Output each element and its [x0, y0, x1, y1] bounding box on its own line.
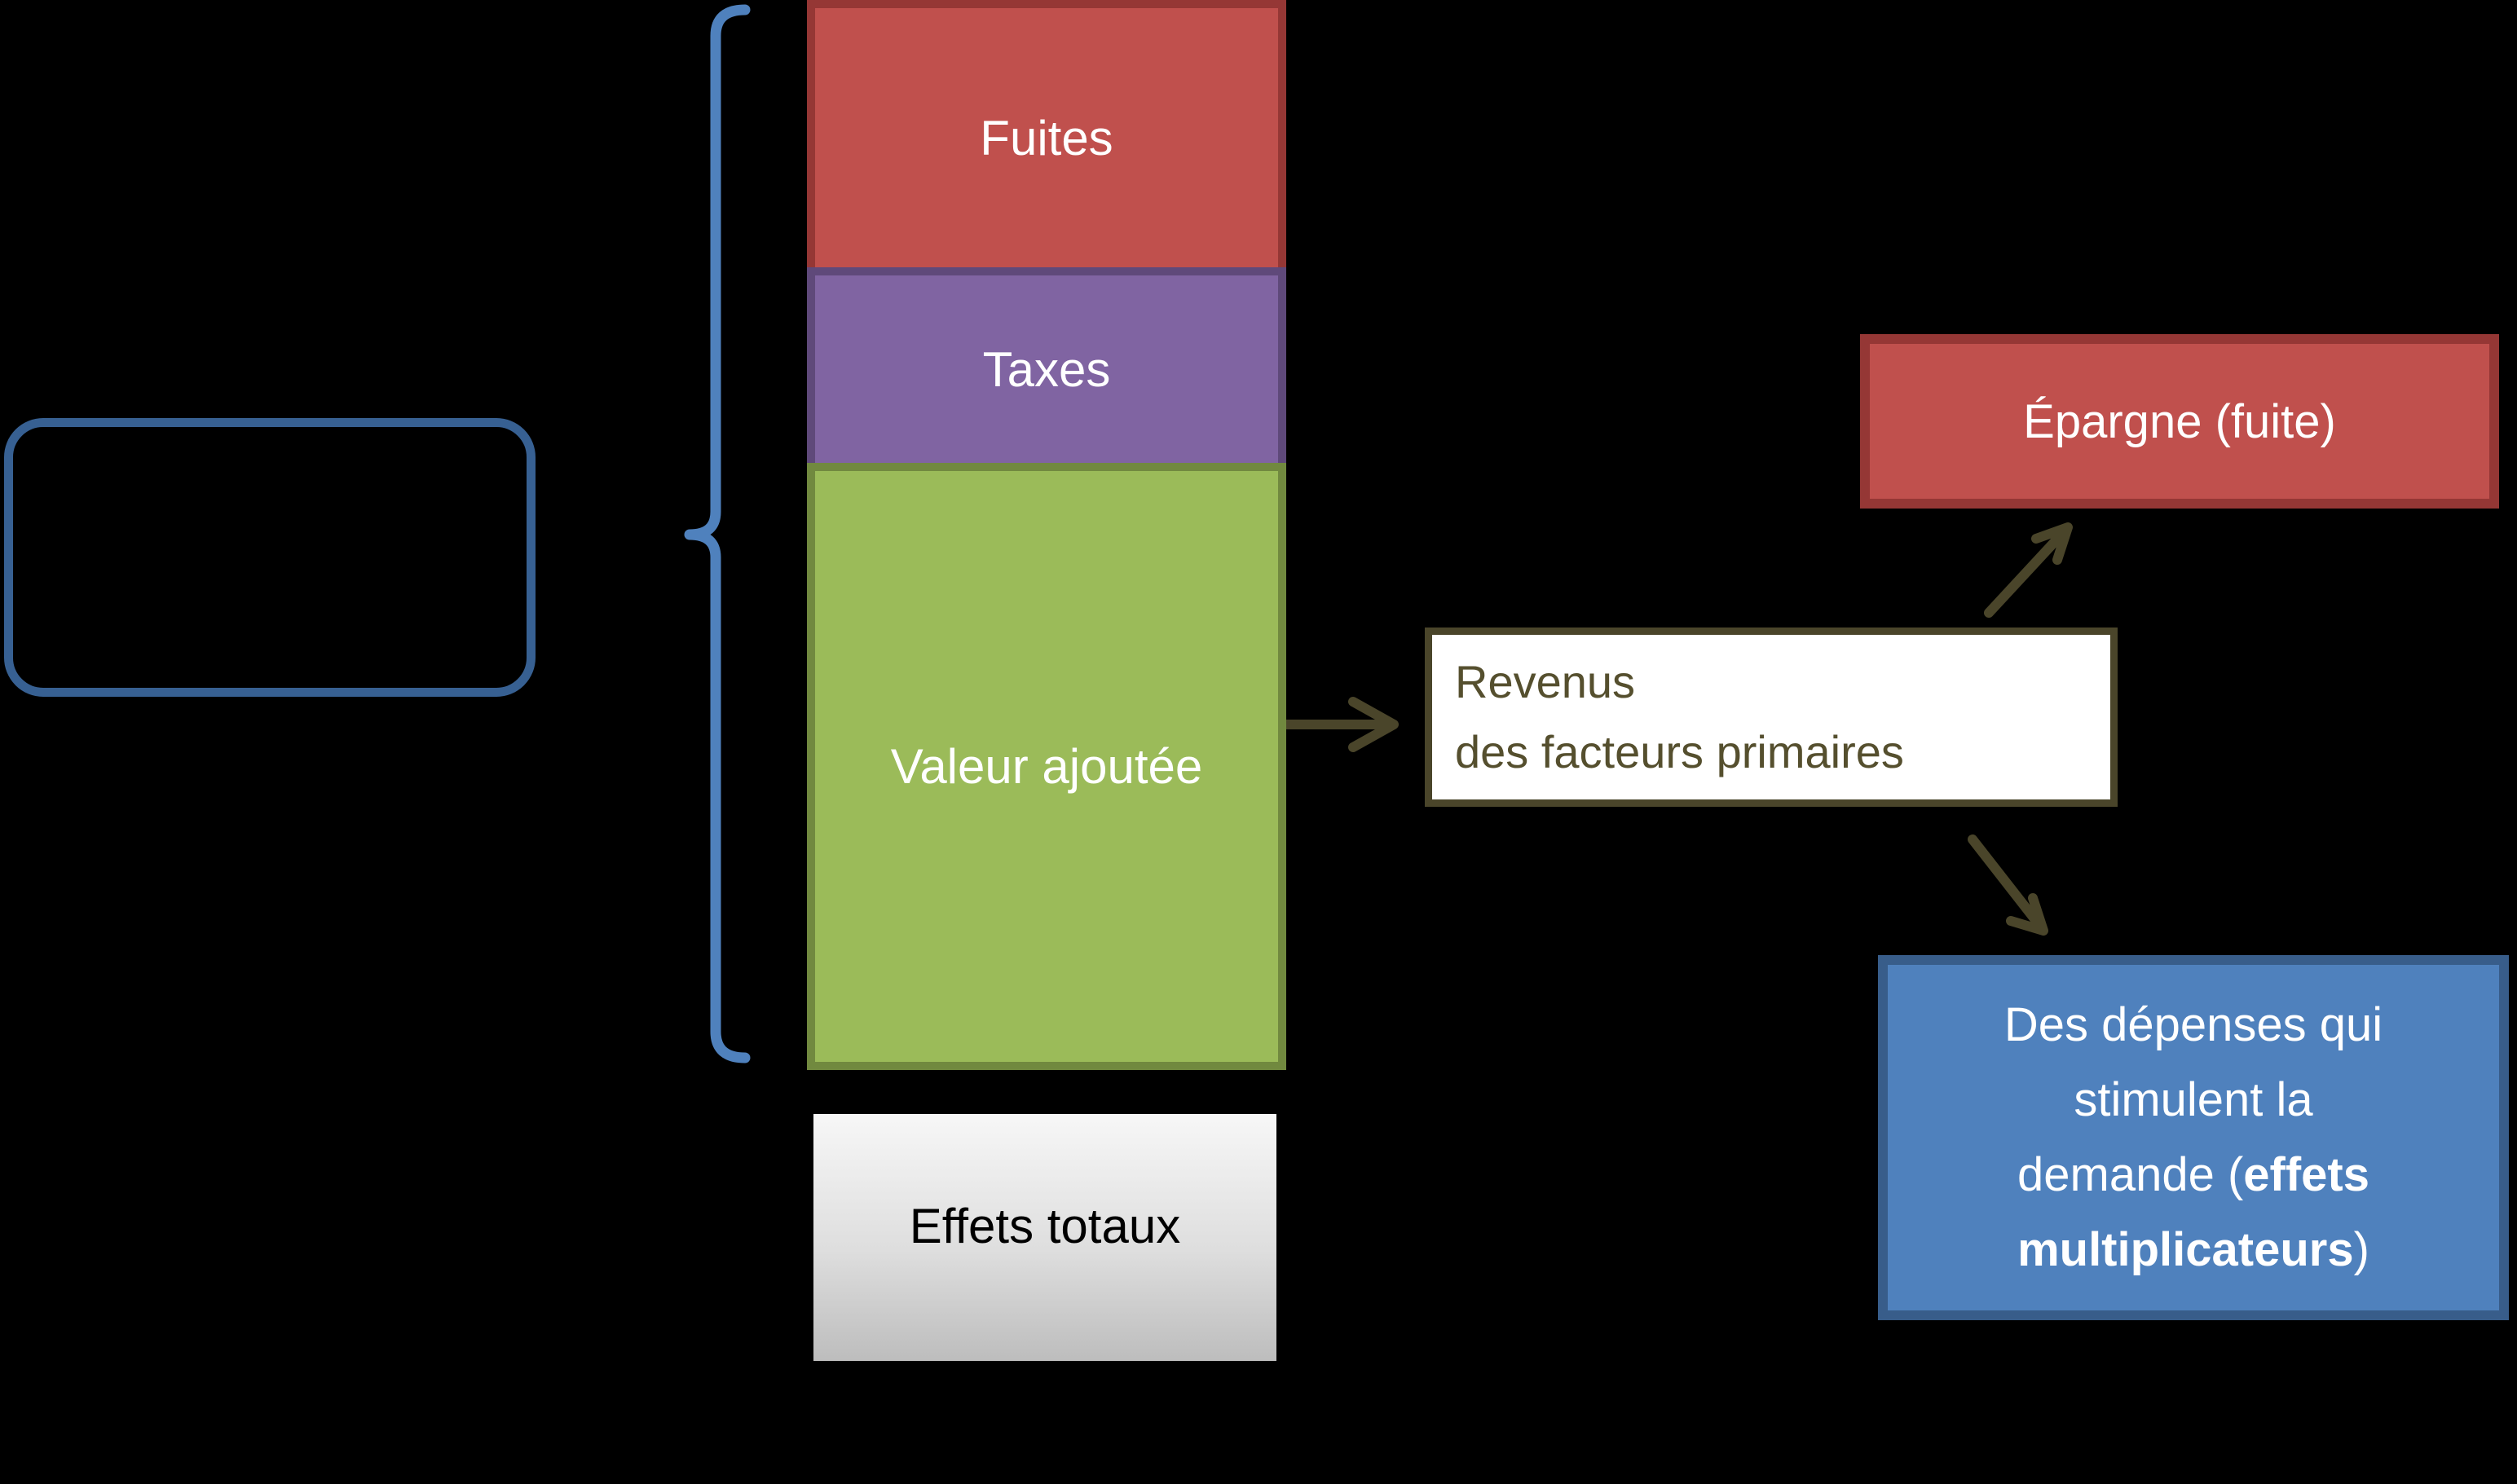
arrow-revenus-to-depenses: [1968, 834, 2048, 936]
depenses-text: demande (: [2017, 1148, 2244, 1201]
effets-totaux-box: Effets totaux: [813, 1114, 1276, 1361]
effets-totaux-label: Effets totaux: [909, 1199, 1181, 1253]
depenses-line-3: demande (effets: [2017, 1138, 2369, 1213]
depenses-bold-text: effets: [2243, 1148, 2369, 1201]
arrow-revenus-to-epargne: [1984, 522, 2073, 618]
bar-segment-valeur-ajoutee-label: Valeur ajoutée: [890, 739, 1203, 794]
revenus-box: Revenus des facteurs primaires: [1425, 628, 2118, 807]
depenses-line-4: multiplicateurs): [2017, 1213, 2369, 1288]
epargne-label: Épargne (fuite): [2023, 394, 2336, 448]
bar-segment-fuites: Fuites: [807, 0, 1286, 275]
bar-segment-valeur-ajoutee: Valeur ajoutée: [807, 463, 1286, 1070]
bar-segment-taxes-label: Taxes: [982, 341, 1111, 397]
depenses-line-2: stimulent la: [2074, 1063, 2312, 1138]
left-brace: [684, 4, 751, 1063]
empty-rounded-box: [4, 418, 536, 697]
bar-segment-fuites-label: Fuites: [980, 110, 1113, 165]
revenus-line1: Revenus: [1455, 656, 1636, 707]
depenses-text: ): [2353, 1223, 2369, 1276]
bar-segment-taxes: Taxes: [807, 267, 1286, 471]
depenses-text: stimulent la: [2074, 1073, 2313, 1126]
epargne-box: Épargne (fuite): [1860, 334, 2499, 509]
depenses-bold-text: multiplicateurs: [2017, 1223, 2354, 1276]
depenses-line-1: Des dépenses qui: [2004, 988, 2383, 1063]
depenses-text: Des dépenses qui: [2003, 998, 2383, 1051]
revenus-line2: des facteurs primaires: [1455, 726, 1904, 777]
arrow-bar-to-revenus: [1275, 697, 1399, 752]
depenses-box: Des dépenses qui stimulent la demande (eff…: [1878, 955, 2509, 1320]
